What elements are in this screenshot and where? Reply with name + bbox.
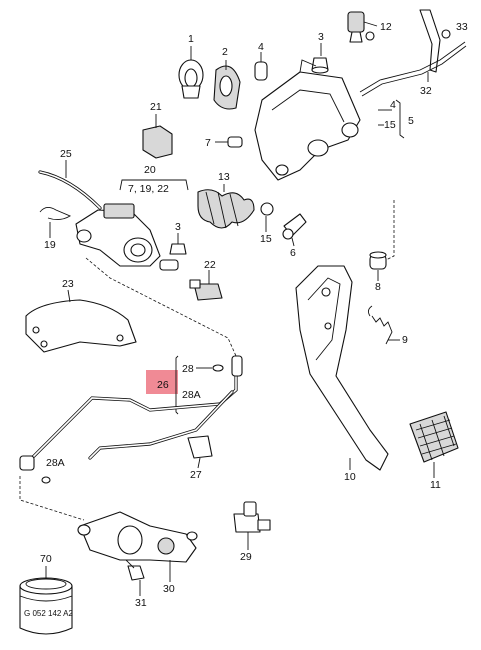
callout-27: 27 bbox=[190, 469, 202, 481]
part-3-nut-top bbox=[311, 57, 329, 74]
callout-2: 2 bbox=[222, 46, 228, 58]
box-label: G 052 142 A2 bbox=[24, 609, 73, 618]
part-31-bolt bbox=[125, 559, 145, 581]
callout-13: 13 bbox=[218, 171, 230, 183]
callout-20: 20 bbox=[144, 164, 156, 176]
callout-31: 31 bbox=[135, 597, 147, 609]
callout-1: 1 bbox=[188, 33, 194, 45]
part-29-fitting bbox=[233, 501, 271, 533]
part-15-grommet bbox=[260, 202, 274, 216]
callout-21: 21 bbox=[150, 101, 162, 113]
part-32-bracket bbox=[359, 9, 467, 97]
part-6-pin bbox=[282, 213, 307, 240]
callout-10: 10 bbox=[344, 471, 356, 483]
part-22-switch bbox=[189, 279, 223, 301]
clutch-master-cylinder bbox=[75, 203, 179, 271]
callout-23: 23 bbox=[62, 278, 74, 290]
callout-3a: 3 bbox=[318, 31, 324, 43]
callout-28: 28 bbox=[182, 363, 194, 375]
part-2-bushing bbox=[213, 65, 241, 110]
part-11-pedal-pad bbox=[409, 411, 459, 463]
callout-6: 6 bbox=[290, 247, 296, 259]
callout-7: 7 bbox=[205, 137, 211, 149]
part-1-bushing bbox=[178, 59, 204, 99]
part-7-pin bbox=[227, 136, 243, 148]
part-10-pedal-arm bbox=[295, 265, 389, 471]
part-30-slave-cylinder bbox=[77, 511, 198, 563]
highlight-26 bbox=[146, 370, 178, 394]
part-9-spring bbox=[367, 305, 393, 345]
pedal-bracket bbox=[254, 59, 361, 181]
callout-4b: 4 bbox=[390, 99, 396, 111]
hydraulic-line bbox=[19, 355, 243, 471]
part-8-bushing bbox=[369, 251, 387, 270]
callout-28a: 28A bbox=[182, 389, 201, 401]
callout-19: 19 bbox=[44, 239, 56, 251]
part-21-module bbox=[142, 125, 173, 159]
callout-11: 11 bbox=[430, 479, 441, 491]
part-25-hose bbox=[38, 170, 102, 210]
callout-29: 29 bbox=[240, 551, 252, 563]
callout-25: 25 bbox=[60, 148, 72, 160]
callout-4a: 4 bbox=[258, 41, 264, 53]
part-12-switch bbox=[347, 11, 378, 43]
callout-5: 5 bbox=[408, 115, 414, 127]
callout-12: 12 bbox=[380, 21, 392, 33]
part-19-clip bbox=[39, 207, 71, 221]
callout-32: 32 bbox=[420, 85, 432, 97]
part-4-bushing bbox=[254, 61, 268, 81]
callout-20-refs: 7, 19, 22 bbox=[128, 183, 169, 195]
callout-70: 70 bbox=[40, 553, 52, 565]
callout-26: 26 bbox=[157, 379, 169, 391]
callout-22: 22 bbox=[204, 259, 216, 271]
callout-8: 8 bbox=[375, 281, 381, 293]
callout-15b: 15 bbox=[260, 233, 272, 245]
callout-15a: 15 bbox=[384, 119, 396, 131]
part-27-clip bbox=[187, 435, 213, 459]
callout-9: 9 bbox=[402, 334, 408, 346]
callout-30: 30 bbox=[163, 583, 175, 595]
callout-3b: 3 bbox=[175, 221, 181, 233]
part-70-container bbox=[19, 577, 73, 635]
part-23-cover bbox=[25, 299, 137, 353]
callout-33: 33 bbox=[456, 21, 468, 33]
part-3-nut-mid bbox=[169, 243, 187, 255]
part-13-spring bbox=[197, 189, 255, 229]
callout-28a-lower: 28A bbox=[46, 457, 65, 469]
